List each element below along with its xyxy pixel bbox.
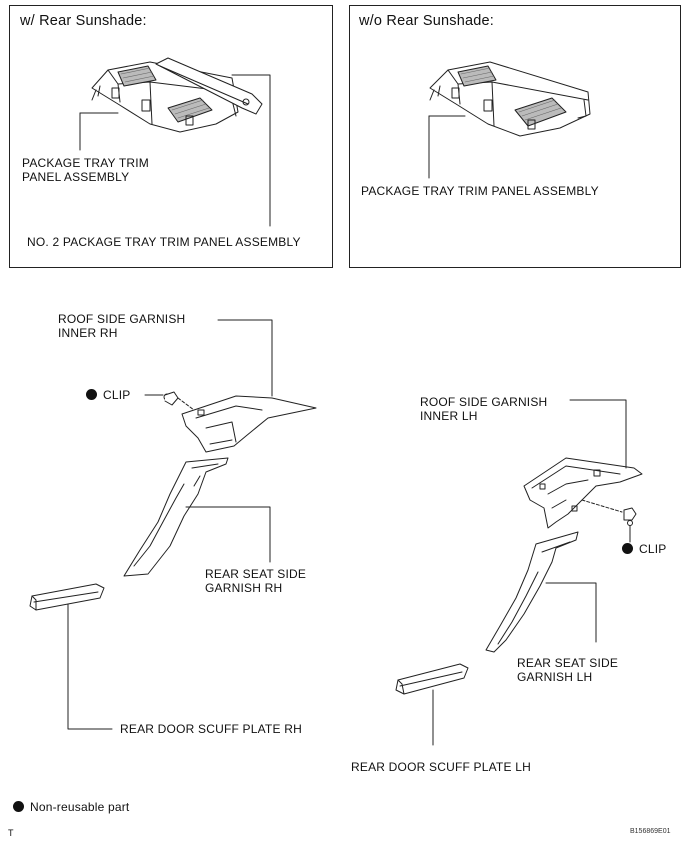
clip-lh-text: CLIP [639, 542, 667, 556]
label-rear-door-scuff-plate-rh: REAR DOOR SCUFF PLATE RH [120, 722, 302, 736]
label-no2-package-tray-trim: NO. 2 PACKAGE TRAY TRIM PANEL ASSEMBLY [27, 235, 301, 249]
label-roof-side-garnish-rh: ROOF SIDE GARNISH INNER RH [58, 312, 186, 340]
panel-without-sunshade-title: w/o Rear Sunshade: [359, 13, 494, 29]
label-package-tray-trim-with: PACKAGE TRAY TRIM PANEL ASSEMBLY [22, 156, 149, 184]
rear-seat-side-garnish-rh-illustration [123, 457, 229, 577]
leader-line [231, 74, 271, 227]
label-rear-seat-side-garnish-rh: REAR SEAT SIDE GARNISH RH [205, 567, 307, 595]
footer-left-mark: T [8, 828, 14, 838]
roof-side-garnish-inner-lh-illustration [523, 457, 643, 529]
package-tray-with-sunshade-illustration [91, 57, 263, 133]
label-rear-door-scuff-plate-lh: REAR DOOR SCUFF PLATE LH [351, 760, 531, 774]
label-roof-side-garnish-lh: ROOF SIDE GARNISH INNER LH [420, 395, 548, 423]
label-clip-lh: CLIP [622, 542, 666, 556]
non-reusable-dot-icon [13, 801, 24, 812]
roof-side-garnish-inner-rh-illustration [181, 395, 317, 453]
rear-door-scuff-plate-rh-illustration [29, 583, 105, 611]
panel-with-sunshade [9, 5, 333, 268]
non-reusable-dot-icon [86, 389, 97, 400]
rear-door-scuff-plate-lh-illustration [395, 663, 469, 695]
clip-rh-illustration [163, 391, 179, 406]
figure-code: B156869E01 [630, 828, 671, 835]
leader-line [569, 399, 627, 469]
package-tray-without-sunshade-illustration [429, 61, 591, 137]
label-package-tray-trim-without: PACKAGE TRAY TRIM PANEL ASSEMBLY [361, 184, 599, 198]
panel-without-sunshade [349, 5, 681, 268]
label-clip-rh: CLIP [86, 388, 130, 402]
non-reusable-dot-icon [622, 543, 633, 554]
leader-line [545, 582, 597, 643]
leader-line [67, 603, 113, 730]
label-rear-seat-side-garnish-lh: REAR SEAT SIDE GARNISH LH [517, 656, 619, 684]
leader-line [217, 319, 273, 397]
legend-non-reusable: Non-reusable part [13, 800, 129, 814]
clip-lh-illustration [623, 507, 637, 526]
clip-rh-dashed-line [177, 397, 195, 411]
leader-line [185, 506, 271, 563]
clip-lh-dashed-line [581, 499, 623, 513]
legend-non-reusable-text: Non-reusable part [30, 800, 130, 814]
clip-rh-text: CLIP [103, 388, 131, 402]
rear-seat-side-garnish-lh-illustration [485, 531, 579, 653]
panel-with-sunshade-title: w/ Rear Sunshade: [20, 13, 147, 29]
